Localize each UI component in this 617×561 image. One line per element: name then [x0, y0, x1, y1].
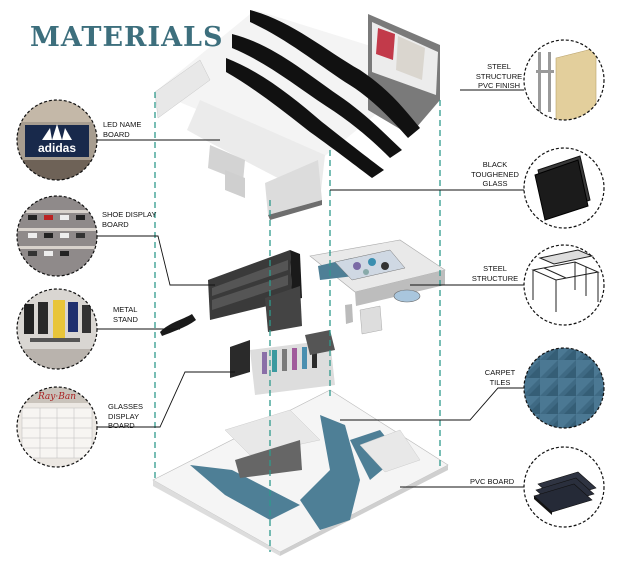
label-steel-structure: STEEL STRUCTURE: [471, 264, 519, 283]
pvc-board-icon: [523, 446, 605, 528]
label-carpet-tiles: CARPET TILES: [484, 368, 516, 387]
label-black-toughened-glass: BLACK TOUGHENED GLASS: [471, 160, 519, 188]
floor-layer: [152, 389, 449, 556]
label-glasses-display-board: GLASSES DISPLAY BOARD: [108, 402, 144, 430]
leader-lines: [97, 89, 524, 488]
shoe-wall-photo: [16, 195, 98, 277]
led-sign-photo: adidas: [16, 99, 98, 181]
photo-brand-text: adidas: [38, 141, 76, 155]
ceiling-walls-layer: [154, 10, 440, 220]
steel-pvc-panel-icon: [523, 39, 605, 121]
label-led-name-board: LED NAME BOARD: [103, 120, 142, 139]
label-pvc-board: PVC BOARD: [470, 477, 515, 486]
label-shoe-display-board: SHOE DISPLAY BOARD: [102, 210, 157, 229]
steel-frame-icon: [523, 244, 605, 326]
page-title: MATERIALS: [30, 22, 224, 53]
metal-stand-photo: [16, 288, 98, 370]
label-metal-stand: METAL STAND: [113, 305, 138, 324]
carpet-tile-icon: [523, 347, 605, 429]
label-steel-structure-pvc-finish: STEEL STRUCTURE PVC FINISH: [475, 62, 523, 90]
svg-text:Ray·Ban: Ray·Ban: [37, 392, 76, 402]
glasses-display-photo: Ray·Ban: [16, 386, 98, 468]
black-glass-icon: [523, 147, 605, 229]
fixtures-layer: [160, 239, 446, 395]
projection-guide-lines: [154, 92, 441, 552]
